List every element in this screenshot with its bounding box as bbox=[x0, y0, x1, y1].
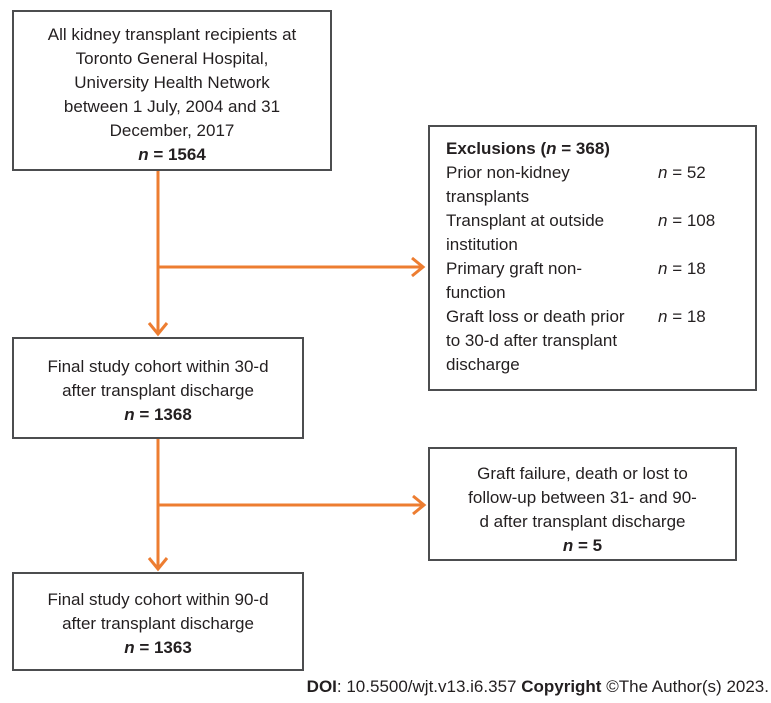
exclusion-count: n = 18 bbox=[658, 259, 706, 278]
exclusion-label: Transplant at outside institution bbox=[446, 211, 605, 254]
exclusion-label: Graft loss or death prior to 30-d after … bbox=[446, 307, 625, 374]
box-text-line: follow-up between 31- and 90- bbox=[468, 488, 697, 507]
exclusions-title: Exclusions (n = 368) bbox=[446, 139, 610, 158]
doi-label: DOI bbox=[306, 677, 337, 696]
exclusion-count: n = 18 bbox=[658, 307, 706, 326]
box-text-line: December, 2017 bbox=[109, 121, 235, 140]
exclusion-item: Transplant at outside institution n = 10… bbox=[446, 209, 745, 257]
exclusion-count: n = 52 bbox=[658, 163, 706, 182]
doi-value: : 10.5500/wjt.v13.i6.357 bbox=[336, 677, 522, 696]
sample-size: n = 1363 bbox=[124, 638, 192, 657]
exclusion-count: n = 108 bbox=[658, 211, 716, 230]
box-text-line: Final study cohort within 30-d bbox=[47, 357, 269, 376]
box-all-recipients: All kidney transplant recipients at Toro… bbox=[12, 10, 332, 171]
box-text-line: Final study cohort within 90-d bbox=[47, 590, 269, 609]
box-text-line: between 1 July, 2004 and 31 bbox=[63, 97, 281, 116]
box-text-line: All kidney transplant recipients at bbox=[47, 25, 297, 44]
box-cohort-30d: Final study cohort within 30-d after tra… bbox=[12, 337, 304, 439]
box-cohort-90d: Final study cohort within 90-d after tra… bbox=[12, 572, 304, 671]
exclusion-label: Primary graft non- function bbox=[446, 259, 583, 302]
box-exclusions: Exclusions (n = 368) Prior non-kidney tr… bbox=[428, 125, 757, 391]
exclusion-label: Prior non-kidney transplants bbox=[446, 163, 570, 206]
box-dropout-31-90d: Graft failure, death or lost to follow-u… bbox=[428, 447, 737, 561]
arrow-top-to-cohort30 bbox=[147, 171, 169, 337]
copyright-value: ©The Author(s) 2023. bbox=[601, 677, 769, 696]
box-text-line: d after transplant discharge bbox=[479, 512, 686, 531]
box-text-line: after transplant discharge bbox=[62, 614, 254, 633]
box-text-line: after transplant discharge bbox=[62, 381, 254, 400]
sample-size: n = 1368 bbox=[124, 405, 192, 424]
exclusion-item: Prior non-kidney transplants n = 52 bbox=[446, 161, 745, 209]
doi-copyright-line: DOI: 10.5500/wjt.v13.i6.357 Copyright ©T… bbox=[307, 677, 769, 697]
arrow-branch-to-dropout bbox=[158, 494, 427, 516]
exclusion-item: Graft loss or death prior to 30-d after … bbox=[446, 305, 745, 377]
arrow-branch-to-exclusions bbox=[158, 256, 426, 278]
copyright-label: Copyright bbox=[521, 677, 602, 696]
sample-size: n = 1564 bbox=[138, 145, 206, 164]
arrow-cohort30-to-cohort90 bbox=[147, 439, 169, 572]
sample-size: n = 5 bbox=[562, 536, 603, 555]
exclusion-item: Primary graft non- function n = 18 bbox=[446, 257, 745, 305]
box-text-line: Graft failure, death or lost to bbox=[477, 464, 688, 483]
box-text-line: University Health Network bbox=[74, 73, 270, 92]
box-text-line: Toronto General Hospital, bbox=[75, 49, 269, 68]
